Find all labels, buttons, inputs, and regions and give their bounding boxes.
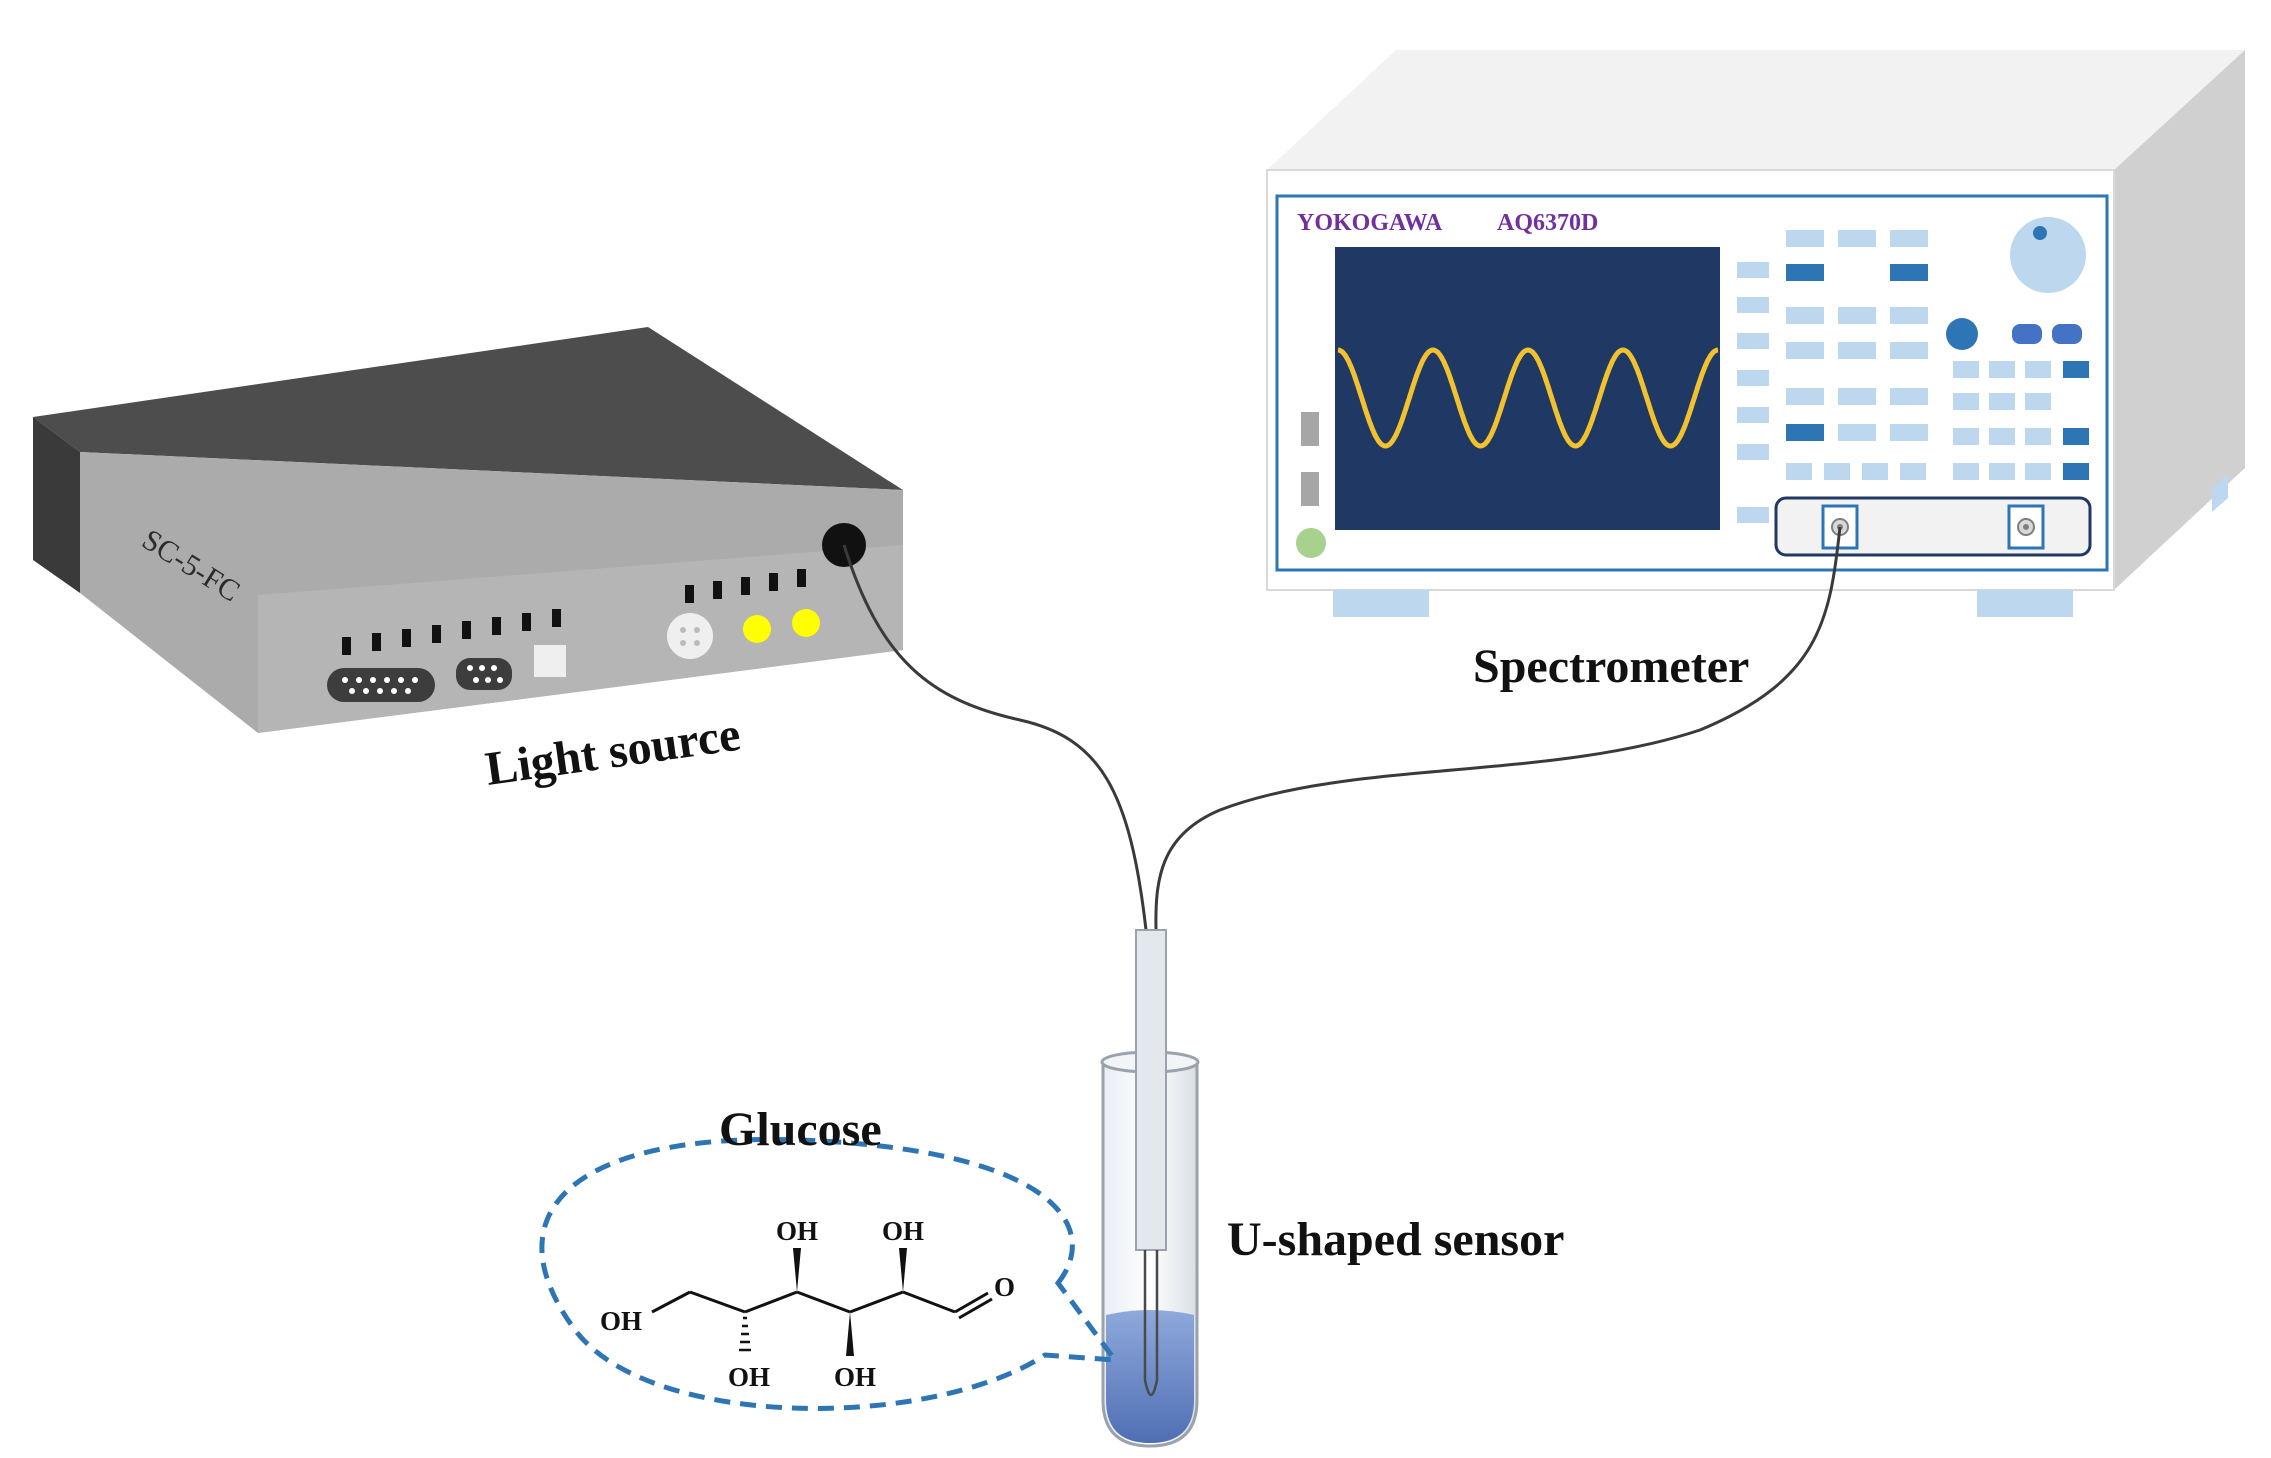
fiber-from-light-source: [842, 544, 1148, 931]
rounded-button-2: [2052, 324, 2082, 344]
sensor-label: U-shaped sensor: [1227, 1213, 1564, 1266]
glucose-callout: OH OH OH OH OH O: [539, 1136, 1121, 1411]
hydroxyl-c4: OH: [834, 1362, 876, 1392]
keypad: [1786, 230, 2089, 480]
u-shaped-fiber-probe: [1143, 1250, 1159, 1397]
spectrometer-foot-right: [1977, 590, 2073, 617]
hydroxyl-c3: OH: [776, 1216, 818, 1246]
power-indicator: [1296, 528, 1326, 558]
carbonyl-oxygen: O: [994, 1272, 1015, 1302]
rotary-knob-marker: [2033, 226, 2047, 240]
wedge-bond-c3: [793, 1248, 801, 1292]
spectrometer-model-text: AQ6370D: [1497, 210, 1598, 236]
power-switch-square: [534, 645, 566, 677]
glucose-label: Glucose: [719, 1103, 882, 1156]
spectrum-trace: [1337, 347, 1719, 449]
light-source-indicator-bars-right: [685, 569, 806, 603]
u-shaped-sensor: [1135, 929, 1167, 1397]
serial-port-large: [327, 668, 435, 702]
light-source-label: Light source: [482, 708, 743, 796]
fiber-to-spectrometer: [1154, 526, 1842, 931]
spectrometer-device: YOKOGAWA AQ6370D: [1266, 50, 2245, 617]
spectrometer-brand-text: YOKOGAWA: [1297, 210, 1443, 236]
hydroxyl-c2: OH: [882, 1216, 924, 1246]
light-source-indicator-bars-left: [342, 609, 561, 655]
spectrometer-label: Spectrometer: [1473, 640, 1749, 693]
round-button: [1946, 318, 1978, 350]
rotary-knob: [2010, 217, 2086, 293]
fiber-ferrule: [1135, 929, 1167, 1251]
spectrometer-aux-port: [2007, 504, 2045, 550]
yellow-indicator-light-1: [743, 615, 771, 643]
spectrometer-screen: [1335, 247, 1720, 530]
rounded-button-1: [2012, 324, 2042, 344]
round-connector: [667, 613, 713, 659]
hash-bond-c5: [739, 1316, 751, 1352]
wedge-bond-c4: [846, 1312, 854, 1356]
light-source-device: SC-5-FC: [33, 327, 903, 733]
glucose-solution: [1106, 1310, 1194, 1443]
serial-port-small: [456, 658, 512, 690]
yellow-indicator-light-2: [792, 609, 820, 637]
side-button-2: [1301, 472, 1319, 506]
callout-bubble-outline: [539, 1136, 1121, 1411]
wedge-bond-c2: [899, 1248, 907, 1292]
hydroxyl-c5: OH: [728, 1362, 770, 1392]
test-tube: [1100, 1050, 1200, 1448]
soft-keys: [1737, 262, 1769, 523]
hydroxyl-c6: OH: [600, 1306, 642, 1336]
glucose-skeleton: [651, 1290, 993, 1320]
side-button-1: [1301, 412, 1319, 446]
spectrometer-foot-left: [1333, 590, 1429, 617]
optical-fibers: [842, 526, 1842, 931]
